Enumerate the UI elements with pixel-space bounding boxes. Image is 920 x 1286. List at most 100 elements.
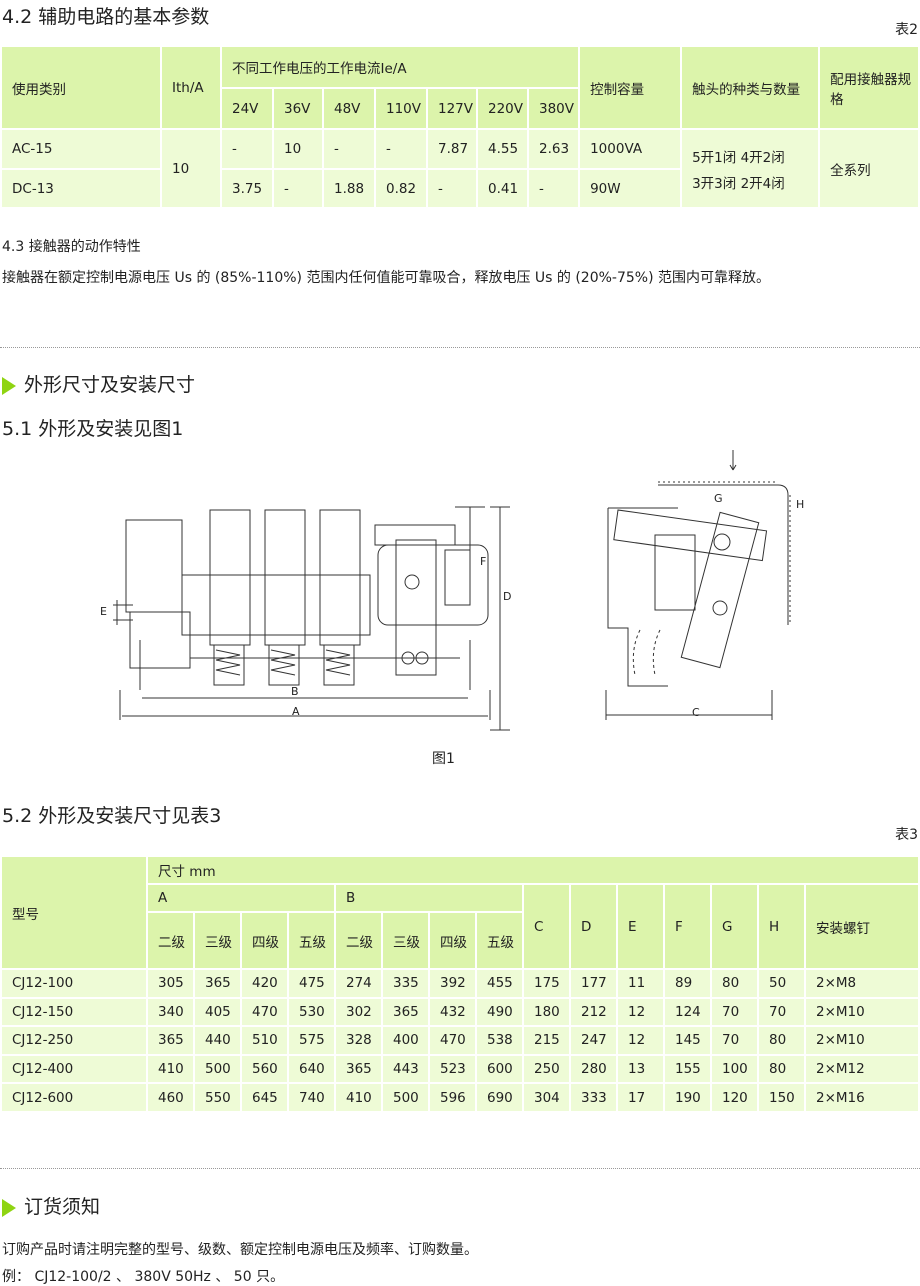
header-h: H	[757, 883, 806, 970]
cell: 250	[522, 1053, 571, 1085]
cell: 124	[663, 996, 712, 1028]
cell: 175	[522, 968, 571, 999]
cell: 440	[193, 1025, 242, 1056]
table-row: AC-15 10 - 10 - - 7.87 4.55 2.63 1000VA …	[0, 128, 920, 209]
section-5-2-title: 5.2 外形及安装尺寸见表3	[2, 805, 222, 827]
cell: DC-13	[0, 168, 162, 209]
cell: 640	[287, 1053, 336, 1085]
cell: 0.82	[374, 168, 428, 209]
dim-label-a: A	[292, 705, 300, 718]
heading-text: 外形尺寸及安装尺寸	[24, 374, 196, 396]
cell: 405	[193, 996, 242, 1028]
cell: 17	[616, 1082, 665, 1113]
cell: 475	[287, 968, 336, 999]
header-ith: Ith/A	[160, 45, 222, 130]
aux-circuit-table: 使用类别 Ith/A 不同工作电压的工作电流Ie/A 控制容量 触头的种类与数量…	[0, 45, 920, 209]
cell: 2×M10	[803, 1025, 920, 1056]
header-e: E	[616, 883, 665, 970]
cell: 70	[710, 1025, 759, 1056]
cell: 89	[663, 968, 712, 999]
cell: -	[220, 128, 274, 170]
cell: 740	[287, 1082, 336, 1113]
cell: 7.87	[426, 128, 478, 170]
cell: 12	[616, 1025, 665, 1056]
cell: 470	[240, 996, 289, 1028]
divider	[0, 1168, 920, 1169]
triangle-bullet-icon	[2, 1198, 16, 1217]
cell: 550	[193, 1082, 242, 1113]
cell: 596	[428, 1082, 477, 1113]
cell: 305	[146, 968, 195, 999]
cell: 12	[616, 996, 665, 1028]
cell: 70	[757, 996, 806, 1028]
cell: 560	[240, 1053, 289, 1085]
cell: 510	[240, 1025, 289, 1056]
cell: 500	[381, 1082, 430, 1113]
dim-label-d: D	[503, 590, 511, 603]
cell: -	[374, 128, 428, 170]
cell: 460	[146, 1082, 195, 1113]
cell: 538	[475, 1025, 524, 1056]
cell: 80	[757, 1025, 806, 1056]
cell: 2×M10	[803, 996, 920, 1028]
cell: 145	[663, 1025, 712, 1056]
heading-text: 订货须知	[24, 1196, 101, 1218]
cell: 645	[240, 1082, 289, 1113]
cell: 302	[334, 996, 383, 1028]
header-level: 三级	[193, 911, 242, 970]
cell: 13	[616, 1053, 665, 1085]
cell: 0.41	[476, 168, 529, 209]
table-2-label: 表2	[895, 22, 918, 38]
cell: -	[426, 168, 478, 209]
header-level: 五级	[475, 911, 524, 970]
cell: CJ12-150	[0, 996, 148, 1028]
side-view	[605, 450, 791, 720]
cell: 335	[381, 968, 430, 999]
cell: 365	[146, 1025, 195, 1056]
header-spec: 配用接触器规格	[818, 45, 920, 130]
header-voltage: 127V	[426, 87, 478, 130]
header-model: 型号	[0, 855, 148, 970]
cell: 443	[381, 1053, 430, 1085]
cell: 500	[193, 1053, 242, 1085]
header-capacity: 控制容量	[578, 45, 683, 130]
header-screw: 安装螺钉	[803, 883, 920, 970]
cell: 470	[428, 1025, 477, 1056]
cell: 523	[428, 1053, 477, 1085]
cell: 4.55	[476, 128, 529, 170]
header-level: 三级	[381, 911, 430, 970]
header-voltage: 380V	[526, 87, 581, 130]
cell: 212	[569, 996, 618, 1028]
cell: 410	[334, 1082, 383, 1113]
cell: 2.63	[526, 128, 581, 170]
cell: 274	[334, 968, 383, 999]
cell: 150	[757, 1082, 806, 1113]
cell: 2×M12	[803, 1053, 920, 1085]
pole	[264, 509, 306, 686]
header-voltage: 36V	[272, 87, 324, 130]
section-5-heading: 外形尺寸及安装尺寸	[2, 370, 195, 397]
cell: 432	[428, 996, 477, 1028]
cell: 70	[710, 996, 759, 1028]
cell: -	[272, 168, 324, 209]
cell: 2×M16	[803, 1082, 920, 1113]
dim-label-g: G	[714, 492, 723, 505]
cell: 50	[757, 968, 806, 999]
header-size: 尺寸 mm	[145, 855, 920, 885]
cell: 190	[663, 1082, 712, 1113]
section-5-1-title: 5.1 外形及安装见图1	[2, 418, 184, 440]
front-view	[113, 506, 510, 731]
order-line-2: 例： CJ12-100/2 、 380V 50Hz 、 50 只。	[2, 1269, 285, 1285]
cell: 365	[381, 996, 430, 1028]
dim-label-f: F	[480, 555, 486, 568]
triangle-bullet-icon	[2, 376, 16, 395]
cell: 340	[146, 996, 195, 1028]
pole	[319, 509, 361, 686]
cell: 1000VA	[578, 128, 683, 170]
header-level: 二级	[146, 911, 195, 970]
cell: 690	[475, 1082, 524, 1113]
